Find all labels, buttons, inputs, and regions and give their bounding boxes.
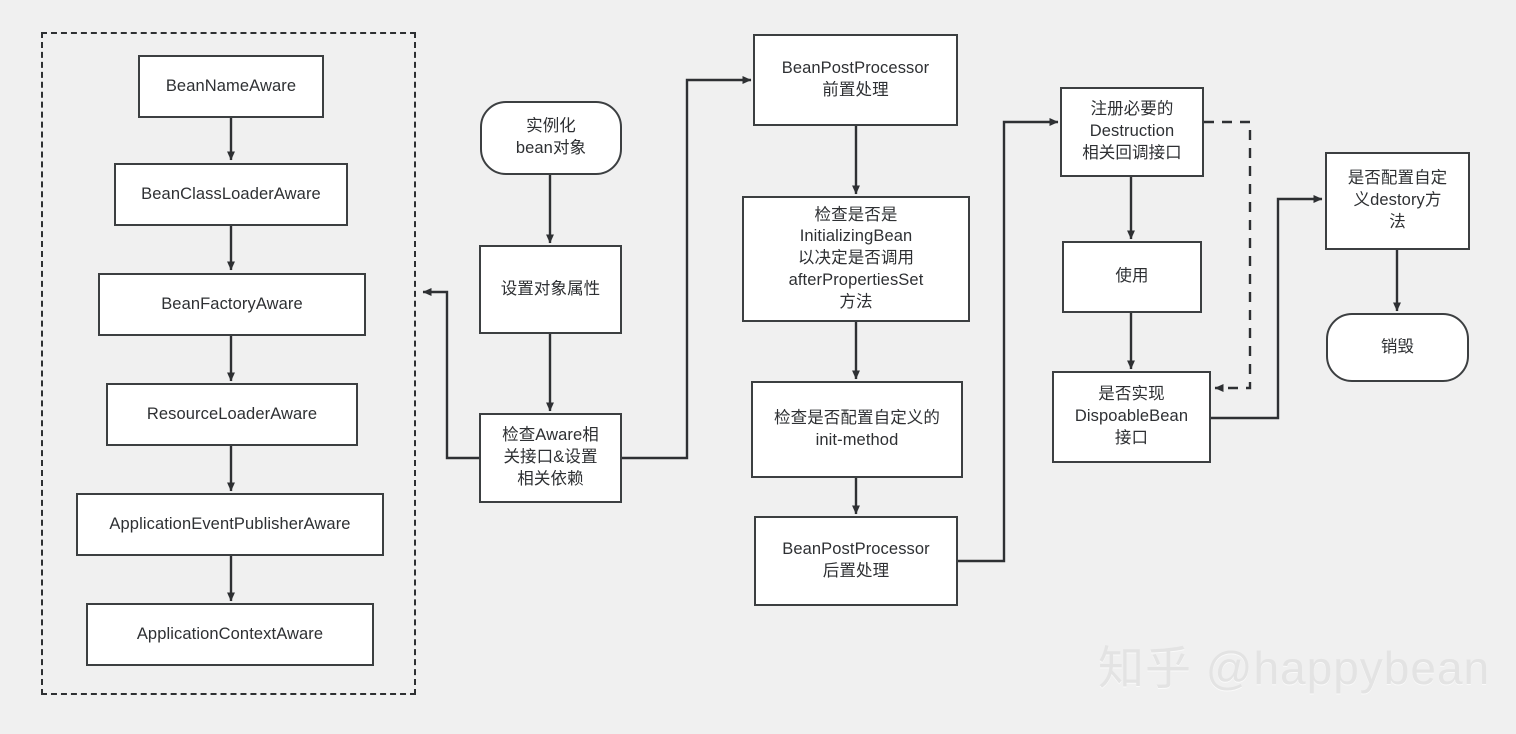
node-application-context-aware[interactable]: ApplicationContextAware xyxy=(86,603,374,666)
node-application-event-publisher-aware[interactable]: ApplicationEventPublisherAware xyxy=(76,493,384,556)
node-bean-post-processor-after[interactable]: BeanPostProcessor 后置处理 xyxy=(754,516,958,606)
edge-bppafter-to-registerdestruction xyxy=(958,118,1059,563)
node-use[interactable]: 使用 xyxy=(1062,241,1202,313)
node-bean-class-loader-aware[interactable]: BeanClassLoaderAware xyxy=(114,163,348,226)
node-destroy[interactable]: 销毁 xyxy=(1326,313,1469,382)
node-resource-loader-aware[interactable]: ResourceLoaderAware xyxy=(106,383,358,446)
node-bean-post-processor-before[interactable]: BeanPostProcessor 前置处理 xyxy=(753,34,958,126)
node-check-disposable-bean[interactable]: 是否实现 DispoableBean 接口 xyxy=(1052,371,1211,463)
node-check-initializing-bean[interactable]: 检查是否是 InitializingBean 以决定是否调用 afterProp… xyxy=(742,196,970,322)
edge-checkaware-to-bpp-before xyxy=(622,76,752,460)
node-check-aware[interactable]: 检查Aware相 关接口&设置 相关依赖 xyxy=(479,413,622,503)
node-bean-factory-aware[interactable]: BeanFactoryAware xyxy=(98,273,366,336)
node-set-properties[interactable]: 设置对象属性 xyxy=(479,245,622,334)
node-instantiate-bean[interactable]: 实例化 bean对象 xyxy=(480,101,622,175)
edge-registerdestruction-to-disposablebean-dashed xyxy=(1204,120,1252,392)
edge-checkaware-to-awaregroup xyxy=(422,288,479,460)
node-register-destruction[interactable]: 注册必要的 Destruction 相关回调接口 xyxy=(1060,87,1204,177)
node-bean-name-aware[interactable]: BeanNameAware xyxy=(138,55,324,118)
watermark: 知乎 @happybean xyxy=(1098,642,1491,694)
node-check-destroy-method[interactable]: 是否配置自定 义destory方 法 xyxy=(1325,152,1470,250)
edge-disposablebean-to-checkdestroymethod xyxy=(1211,195,1323,420)
aware-interfaces-group xyxy=(41,32,416,695)
node-check-init-method[interactable]: 检查是否配置自定义的 init-method xyxy=(751,381,963,478)
